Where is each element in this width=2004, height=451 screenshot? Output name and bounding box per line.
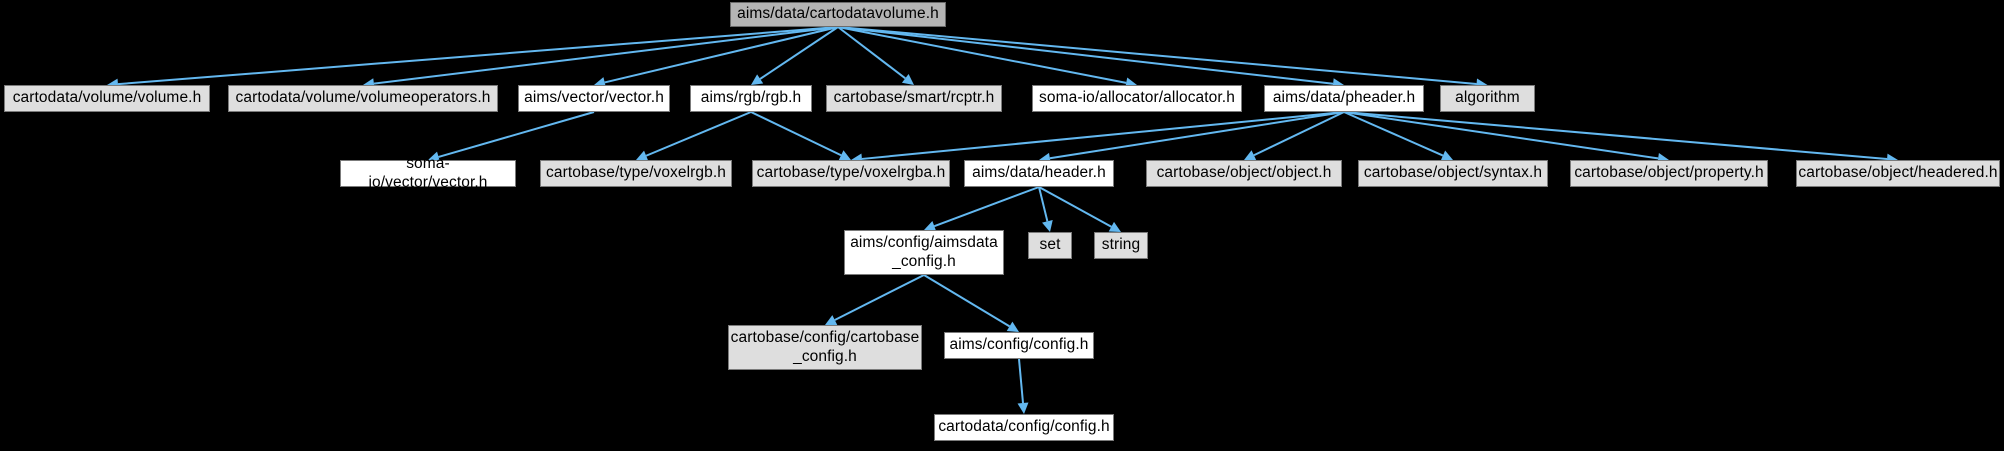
graph-node-pheader[interactable]: aims/data/pheader.h <box>1264 85 1424 112</box>
graph-arrowhead-cartodatavolume-to-aimsrgb <box>751 74 764 85</box>
graph-arrowhead-aimsrgb-to-voxelrgba <box>838 150 851 161</box>
graph-edge-aimsrgb-to-voxelrgba <box>750 111 842 157</box>
graph-arrowhead-header-to-aimsdataconfig <box>924 220 937 232</box>
graph-edge-cartodatavolume-to-allocator <box>837 26 1127 84</box>
graph-arrowhead-cartodatavolume-to-rcptr <box>901 73 914 85</box>
graph-edge-header-to-string <box>1038 186 1112 228</box>
graph-node-objectobject[interactable]: cartobase/object/object.h <box>1146 160 1342 187</box>
graph-node-rcptr[interactable]: cartobase/smart/rcptr.h <box>826 85 1002 112</box>
graph-edge-header-to-set <box>1038 186 1049 222</box>
graph-edge-aimsvector-to-somavector <box>438 111 595 158</box>
graph-node-headered[interactable]: cartobase/object/headered.h <box>1796 160 2000 187</box>
graph-node-aimsconfig[interactable]: aims/config/config.h <box>944 332 1094 359</box>
graph-edge-pheader-to-header <box>1049 111 1345 160</box>
graph-arrowhead-aimsvector-to-somavector <box>428 151 441 163</box>
graph-edge-aimsdataconfig-to-aimsconfig <box>923 274 1011 328</box>
graph-edge-cartodatavolume-to-rcptr <box>837 26 906 80</box>
graph-node-somavector[interactable]: soma-io/vector/vector.h <box>340 155 516 191</box>
graph-arrowhead-aimsdataconfig-to-aimsconfig <box>1006 321 1019 332</box>
graph-edge-pheader-to-objectobject <box>1253 111 1345 157</box>
graph-node-voxelrgba[interactable]: cartobase/type/voxelrgba.h <box>752 160 950 187</box>
graph-node-volume[interactable]: cartodata/volume/volume.h <box>4 85 210 112</box>
graph-edge-cartodatavolume-to-aimsrgb <box>759 26 839 80</box>
graph-node-aimsdataconfig[interactable]: aims/config/aimsdata _config.h <box>844 230 1004 275</box>
graph-edge-aimsrgb-to-voxelrgb <box>645 111 752 157</box>
graph-node-aimsvector[interactable]: aims/vector/vector.h <box>518 85 670 112</box>
graph-edge-aimsconfig-to-cartodataconfig <box>1018 358 1024 404</box>
graph-node-allocator[interactable]: soma-io/allocator/allocator.h <box>1032 85 1242 112</box>
graph-node-syntax[interactable]: cartobase/object/syntax.h <box>1358 160 1548 187</box>
graph-edge-pheader-to-property <box>1343 111 1659 160</box>
graph-node-set[interactable]: set <box>1028 232 1072 259</box>
graph-arrowhead-aimsconfig-to-cartodataconfig <box>1017 402 1029 414</box>
graph-edge-cartodatavolume-to-pheader <box>837 26 1334 85</box>
graph-edge-pheader-to-voxelrgba <box>861 111 1345 160</box>
graph-node-cartodataconfig[interactable]: cartodata/config/config.h <box>934 414 1114 441</box>
graph-edge-pheader-to-headered <box>1343 111 1888 161</box>
graph-node-voxelrgb[interactable]: cartobase/type/voxelrgb.h <box>540 160 732 187</box>
graph-edge-cartodatavolume-to-volumeoperators <box>373 26 839 85</box>
graph-edge-aimsdataconfig-to-cartobaseconfig <box>834 274 925 321</box>
graph-arrowhead-pheader-to-objectobject <box>1244 150 1257 161</box>
graph-node-cartobaseconfig[interactable]: cartobase/config/cartobase _config.h <box>728 325 922 370</box>
graph-edge-cartodatavolume-to-algorithm <box>837 26 1477 86</box>
graph-node-string[interactable]: string <box>1094 232 1148 259</box>
graph-arrowhead-aimsrgb-to-voxelrgb <box>636 150 649 161</box>
graph-edge-header-to-aimsdataconfig <box>933 186 1040 228</box>
graph-edge-pheader-to-syntax <box>1343 111 1444 157</box>
graph-node-property[interactable]: cartobase/object/property.h <box>1570 160 1768 187</box>
graph-arrowhead-header-to-set <box>1042 220 1053 232</box>
graph-arrowhead-header-to-string <box>1108 221 1121 232</box>
graph-node-volumeoperators[interactable]: cartodata/volume/volumeoperators.h <box>228 85 498 112</box>
graph-node-header[interactable]: aims/data/header.h <box>964 160 1114 187</box>
graph-arrowhead-pheader-to-syntax <box>1440 150 1453 161</box>
graph-node-cartodatavolume[interactable]: aims/data/cartodatavolume.h <box>730 2 946 27</box>
graph-node-aimsrgb[interactable]: aims/rgb/rgb.h <box>690 85 812 112</box>
graph-arrowhead-aimsdataconfig-to-cartobaseconfig <box>825 315 838 325</box>
graph-node-algorithm[interactable]: algorithm <box>1440 85 1535 112</box>
graph-edge-cartodatavolume-to-volume <box>117 26 839 86</box>
graph-edge-cartodatavolume-to-aimsvector <box>604 26 839 84</box>
